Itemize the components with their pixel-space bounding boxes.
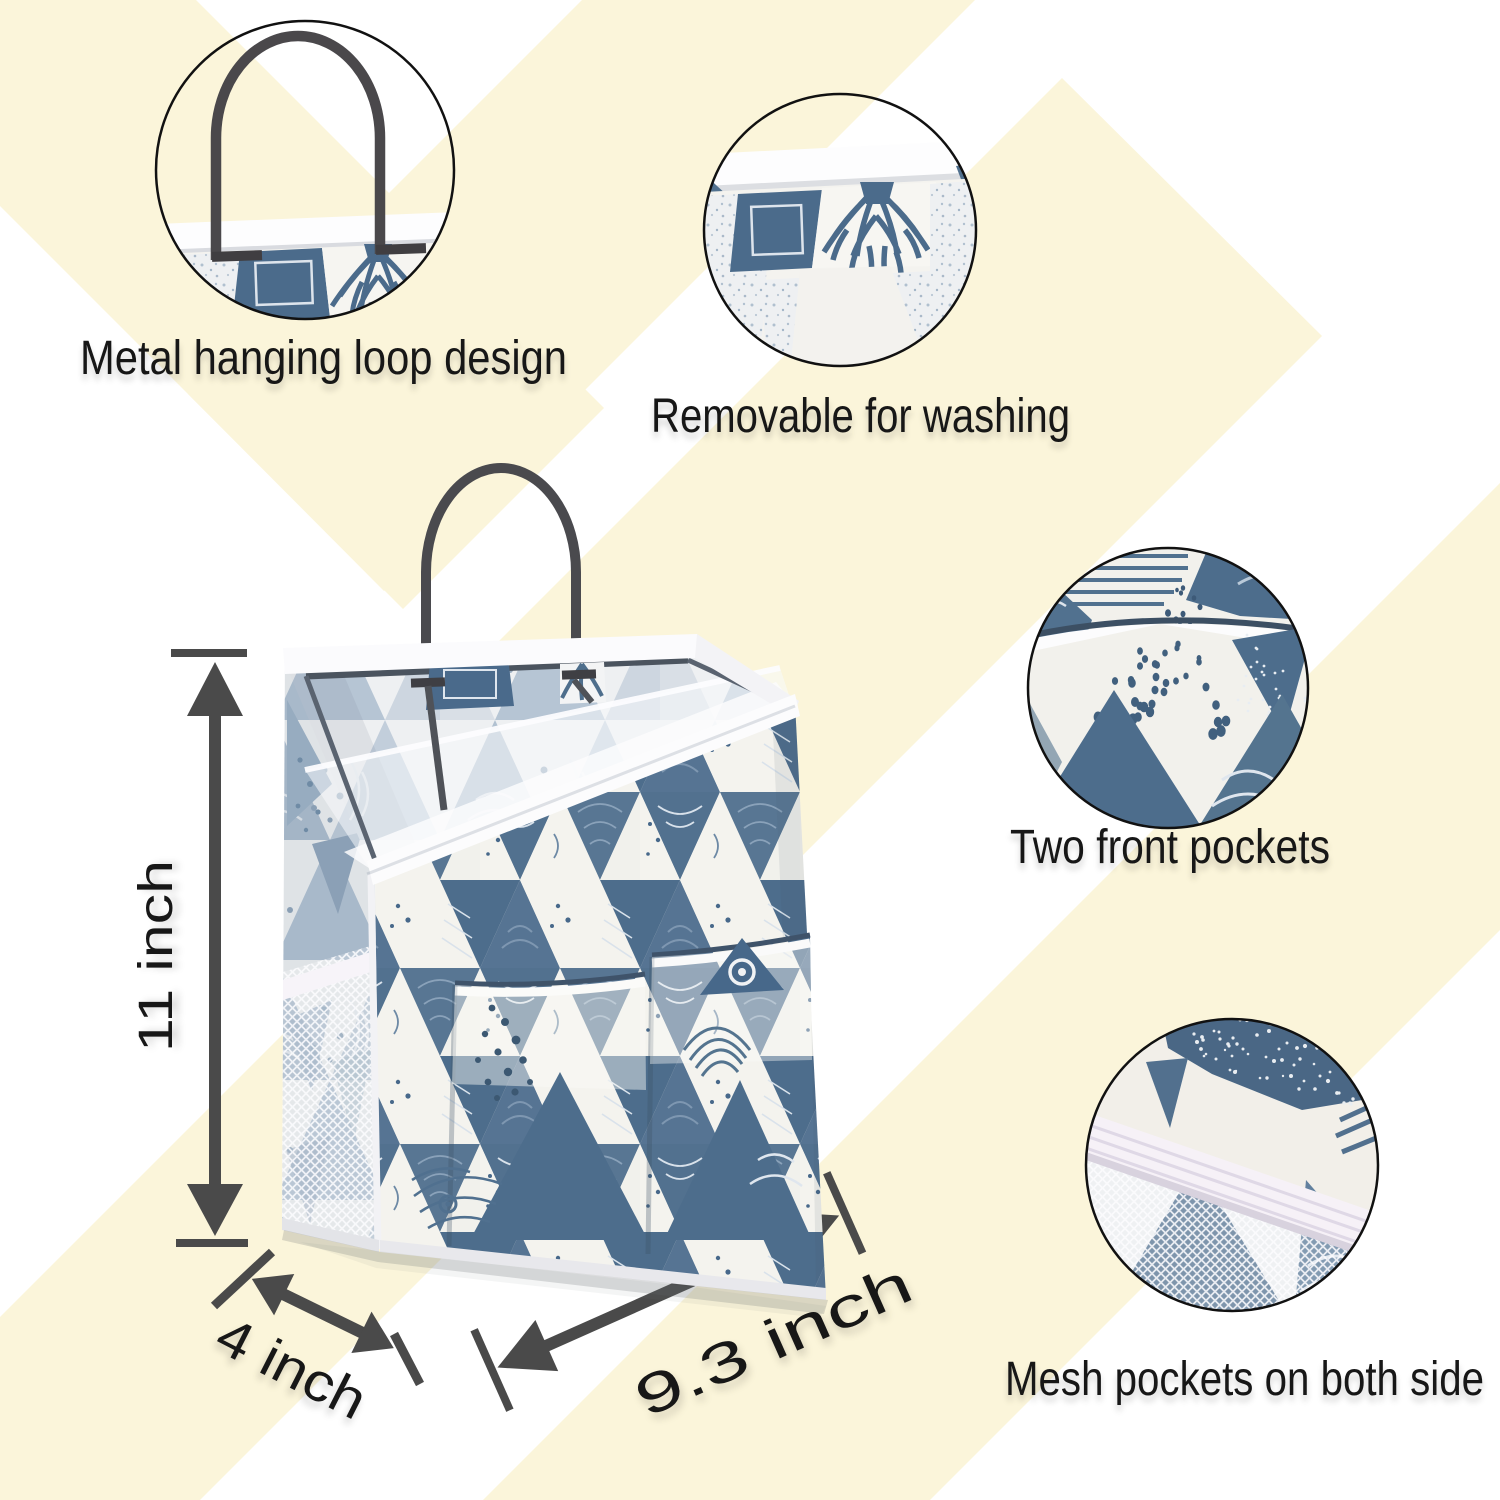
svg-text:Two front pockets: Two front pockets [1010, 821, 1330, 874]
svg-text:Removable for washing: Removable for washing [651, 390, 1070, 443]
svg-text:11 inch: 11 inch [130, 860, 183, 1052]
svg-text:Mesh pockets on both side: Mesh pockets on both side [1005, 1353, 1484, 1406]
svg-text:Metal hanging loop design: Metal hanging loop design [80, 332, 567, 385]
